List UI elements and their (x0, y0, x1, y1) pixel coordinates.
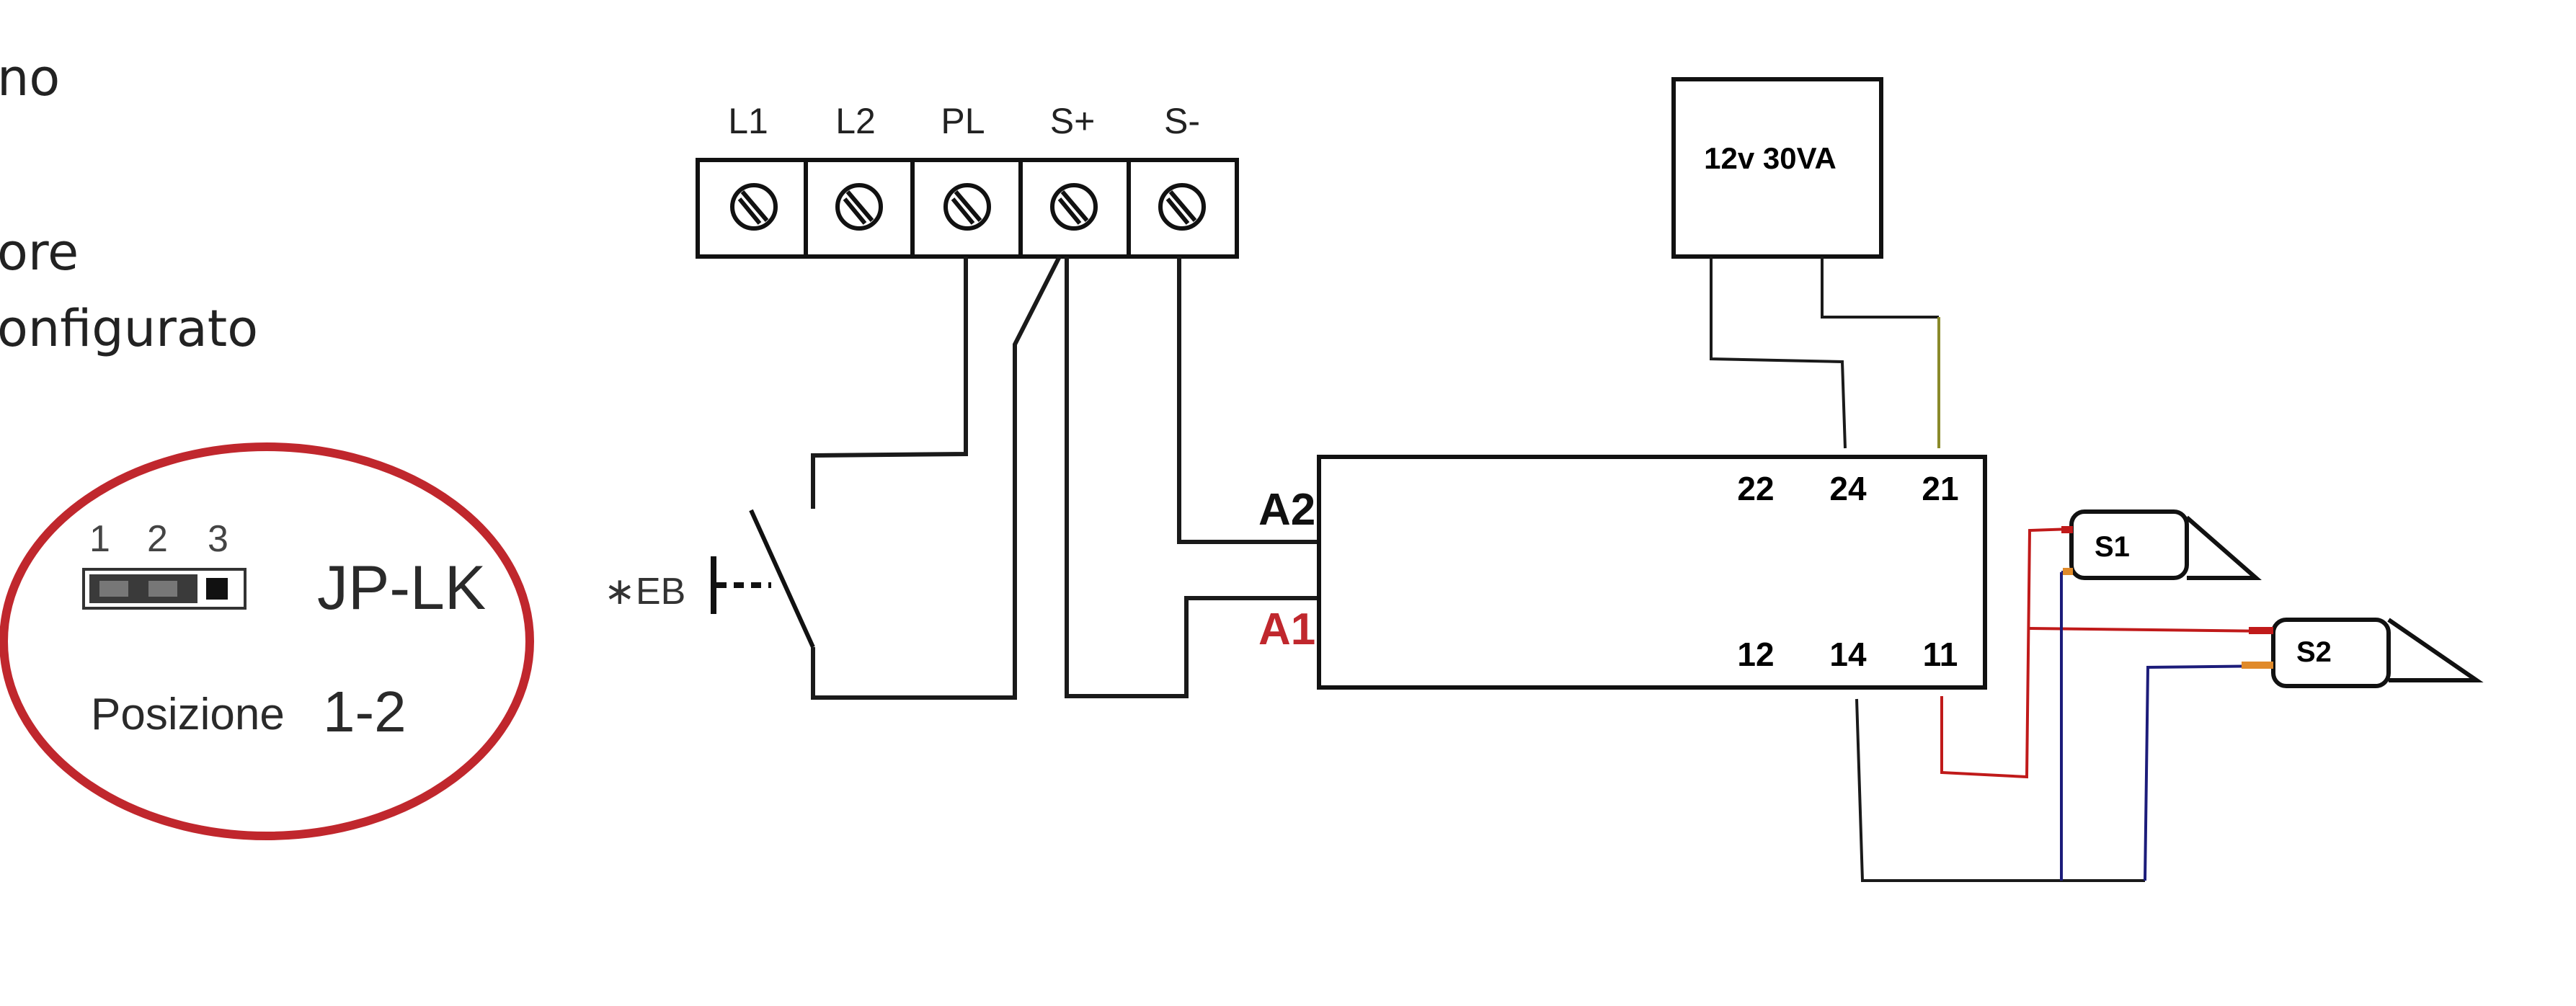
screw-icon (943, 183, 991, 231)
control-module: 22 24 21 12 14 11 A2 A1 (1258, 455, 1987, 690)
terminal-wires (811, 255, 1319, 700)
sensor-s1-label: S1 (2095, 531, 2130, 563)
module-body (1317, 455, 1987, 690)
text-fragment-2: ore (0, 223, 79, 282)
text-fragment-1: no (0, 48, 60, 107)
terminal-label-s-minus: S- (1164, 101, 1200, 141)
position-label: Posizione (91, 690, 285, 739)
screw-icon (1050, 183, 1098, 231)
highlight-ellipse (0, 442, 534, 840)
screw-icon (835, 183, 883, 231)
jumper-callout: 1 2 3 JP-LK Posizione 1-2 (0, 442, 534, 840)
pin-12: 12 (1737, 636, 1774, 673)
jumper-shape (82, 568, 247, 610)
power-supply-label: 12v 30VA (1704, 141, 1836, 175)
button-contact (749, 509, 815, 649)
screw-icon (1158, 183, 1206, 231)
jumper-number-3: 3 (208, 518, 228, 560)
power-supply-body (1671, 77, 1883, 259)
terminal-block: L1 L2 PL S+ S- (696, 101, 1239, 259)
position-value: 1-2 (323, 680, 407, 744)
power-supply: 12v 30VA (1671, 77, 1940, 449)
button-label: EB (636, 571, 685, 613)
pin-24: 24 (1829, 470, 1867, 507)
pin-21: 21 (1922, 470, 1958, 507)
input-a1: A1 (1258, 605, 1315, 654)
pin-14: 14 (1829, 636, 1867, 673)
sensor-s1-body (2069, 509, 2189, 580)
terminal-label-l2: L2 (835, 101, 876, 141)
text-fragment-3: onfigurato (0, 299, 258, 358)
left-text-fragments: no ore onfigurato (0, 48, 258, 358)
sensor-s2: S2 (2271, 618, 2484, 688)
push-button-eb: ∗ EB (604, 509, 815, 649)
sensor-s2-body (2271, 618, 2391, 688)
screw-icon (730, 183, 778, 231)
terminal-label-l1: L1 (728, 101, 768, 141)
button-asterisk: ∗ (604, 571, 636, 613)
jumper-name: JP-LK (317, 553, 486, 623)
sensor-wires (1855, 526, 2274, 882)
sensor-s1: S1 (2069, 509, 2262, 580)
pin-11: 11 (1923, 636, 1958, 673)
jumper-number-2: 2 (147, 518, 168, 560)
input-a2: A2 (1258, 485, 1315, 535)
terminal-label-pl: PL (941, 101, 985, 141)
terminal-label-s-plus: S+ (1050, 101, 1096, 141)
sensor-s2-label: S2 (2296, 636, 2332, 668)
jumper-number-1: 1 (89, 518, 110, 560)
pin-22: 22 (1737, 470, 1774, 507)
